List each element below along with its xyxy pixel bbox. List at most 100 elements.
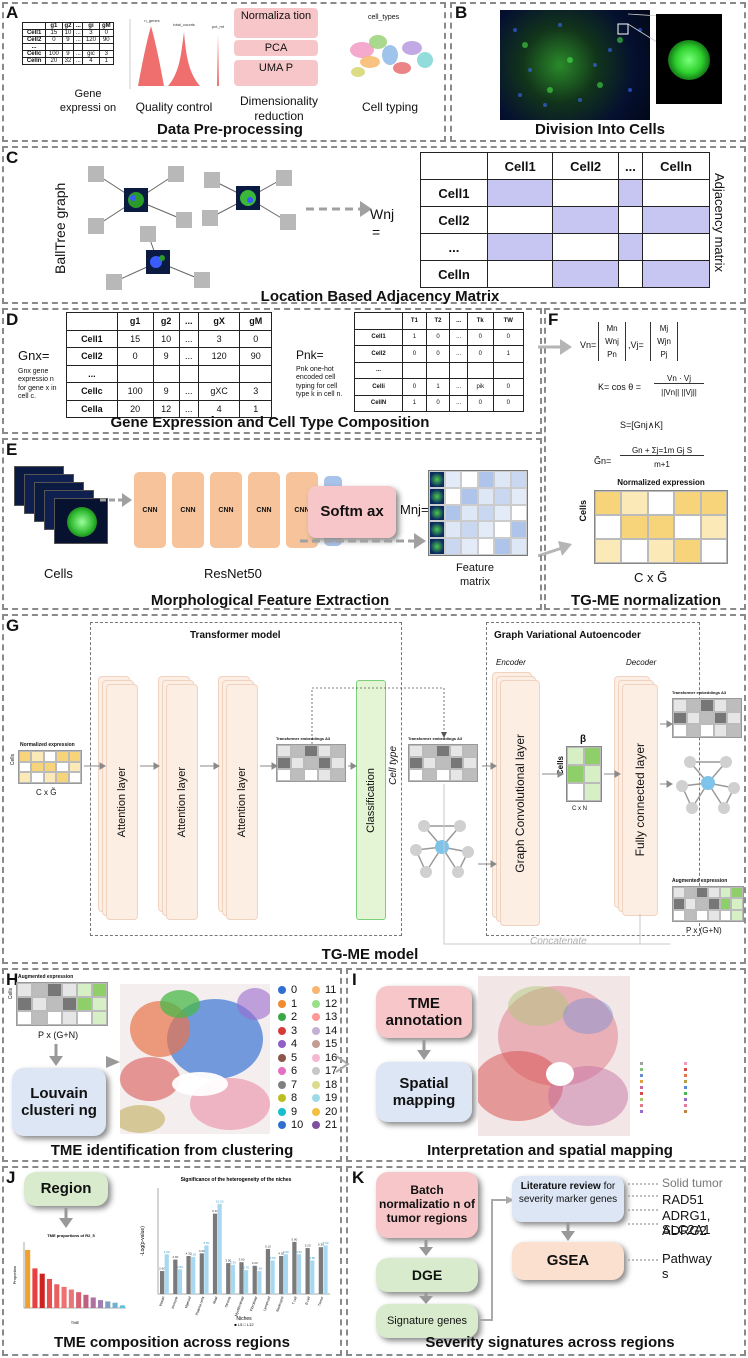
region-box: Region — [24, 1172, 108, 1206]
big-x-label: Niches — [236, 1316, 252, 1322]
table-cell: ... — [73, 50, 84, 58]
feature-cell — [477, 471, 495, 488]
cluster-legend-label: 8 — [291, 1092, 298, 1104]
panel-e — [2, 438, 542, 610]
table-cell — [642, 179, 710, 207]
panel-g-label: G — [6, 616, 20, 635]
embedding-cell — [727, 711, 741, 725]
embedding-cell — [436, 745, 450, 757]
table-cell: 1 — [402, 394, 427, 412]
panel-a-label: A — [6, 3, 19, 22]
panel-g — [2, 614, 746, 964]
augmented-cell — [731, 898, 743, 910]
panel-j — [2, 1166, 342, 1356]
big-tick-label: Plasma cells — [195, 1296, 206, 1316]
table-cell: ... — [21, 43, 47, 51]
table-header-cell — [353, 312, 404, 330]
table-header-cell: gi — [82, 22, 100, 30]
augmented-cell — [684, 887, 697, 899]
feature-cell — [461, 504, 478, 522]
g-input-heatmap — [18, 750, 82, 784]
feature-cell — [445, 487, 462, 505]
big-bar-value: 5.10 — [265, 1244, 271, 1248]
beta-cell — [567, 765, 584, 783]
zoom-lines — [627, 13, 661, 45]
table-cell: 1 — [402, 328, 427, 346]
beta-label: β — [580, 734, 587, 745]
table-cell — [492, 361, 525, 379]
panel-j-label: J — [6, 1168, 16, 1187]
feature-matrix-caption: Feature matrix — [456, 562, 494, 588]
heatmap-cell — [674, 539, 701, 563]
k-arrow-3 — [561, 1222, 575, 1241]
cluster-map — [120, 984, 270, 1134]
table-cell: 10 — [61, 29, 75, 37]
table-cell: 0 — [467, 345, 494, 363]
emb-right-matrix — [408, 744, 478, 782]
table-cell: Cell2 — [21, 36, 47, 44]
table-cell — [402, 361, 427, 379]
table-header-cell: ... — [449, 312, 469, 330]
embedding-cell — [277, 769, 291, 781]
feature-cell — [494, 471, 511, 488]
table-cell: 0 — [467, 394, 494, 412]
table-cell: gic — [82, 50, 100, 58]
augmented-cell — [62, 983, 77, 997]
table-header-cell: g1 — [45, 22, 63, 30]
gvae-box — [486, 622, 700, 936]
panel-k-title: Severity signatures across regions — [425, 1334, 675, 1351]
f-cells-label: Cells — [578, 500, 588, 522]
mini-bar — [83, 1294, 89, 1308]
tme-annotation-label: TME annotation — [385, 994, 463, 1029]
embedding-cell — [290, 745, 305, 757]
table-cell: 0 — [425, 345, 451, 363]
tme-legend-swatches — [640, 1062, 687, 1113]
vn-item-p: Pn — [607, 350, 617, 359]
table-cell: ... — [449, 345, 469, 363]
gsea-box: GSEA — [512, 1242, 624, 1280]
cluster-color-dot — [278, 1080, 286, 1089]
big-bar — [265, 1248, 271, 1294]
table-cell — [617, 179, 644, 207]
cluster-color-dot — [278, 1013, 286, 1021]
table-cell — [98, 43, 115, 51]
big-bar — [270, 1260, 275, 1294]
feature-cell — [445, 504, 462, 522]
cluster-legend-label: 12 — [325, 997, 338, 1010]
dge-label: DGE — [411, 1266, 443, 1283]
table-cell — [425, 361, 451, 379]
mini-x-label: TME — [71, 1320, 80, 1325]
embedding-cell — [422, 769, 437, 781]
pnk-description: Pnk one-hot encoded cell typing for cell… — [296, 366, 343, 399]
mini-bar — [39, 1273, 45, 1308]
feature-cell — [461, 471, 478, 488]
augmented-cell — [708, 898, 720, 910]
beta-cell — [567, 747, 584, 765]
cluster-legend-item: 15 — [312, 1038, 337, 1050]
table-cell: 10 — [152, 329, 180, 348]
heatmap-cell — [43, 772, 57, 783]
big-bar-value: 4.30 — [186, 1252, 192, 1256]
augmented-cell — [17, 983, 32, 997]
table-cell: ... — [178, 399, 199, 418]
table-cell: 0 — [116, 347, 154, 366]
feature-cell — [445, 471, 462, 488]
table-cell — [617, 233, 644, 261]
table-cell: gXC — [197, 382, 241, 401]
table-cell: Cellc — [66, 382, 118, 401]
g-pxgn: P x (G+N) — [686, 926, 722, 935]
cluster-color-dot — [278, 1053, 286, 1062]
table-cell: ... — [178, 382, 199, 401]
big-tick-label: Lymphoid — [262, 1296, 271, 1312]
big-bar-value: 3.20 — [252, 1261, 258, 1265]
graph-icon-lower — [410, 820, 474, 878]
cluster-color-dot — [312, 1094, 320, 1102]
heatmap-cell — [595, 515, 622, 539]
j-arrow-down — [59, 1208, 73, 1228]
feature-cell — [461, 521, 478, 539]
panel-h-label: H — [6, 970, 19, 989]
big-tick-label: T cell — [291, 1296, 298, 1305]
